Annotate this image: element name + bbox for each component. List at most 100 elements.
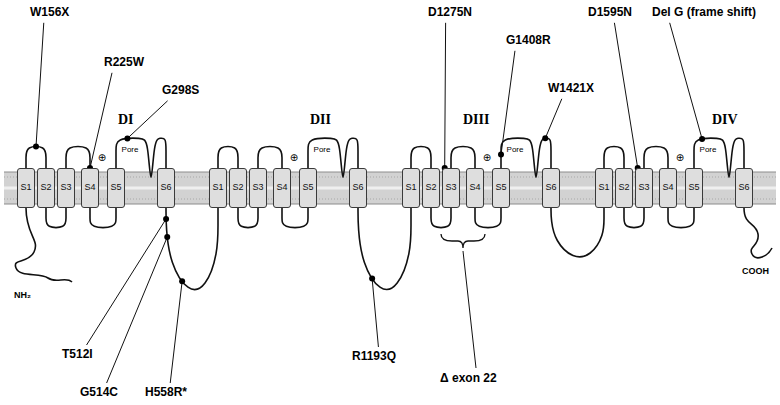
mutation-label: G514C <box>80 386 118 400</box>
leader-line <box>670 23 702 139</box>
leader-line <box>90 73 112 168</box>
segment-name: S5 <box>110 183 121 193</box>
segment-name: S1 <box>20 183 31 193</box>
pore-label: Pore <box>506 146 525 155</box>
segment-name: S4 <box>469 183 480 193</box>
mutation-dot <box>124 135 130 141</box>
leader-line <box>444 23 446 168</box>
domain-label: DIII <box>463 112 489 128</box>
segment-name: S6 <box>160 183 171 193</box>
mutation-dot <box>699 136 705 142</box>
peptide-loop <box>411 147 431 169</box>
pore-label: Pore <box>699 146 718 155</box>
n-terminal-tail <box>15 208 72 282</box>
segment-name: S5 <box>302 183 313 193</box>
mutation-label: G298S <box>162 84 199 98</box>
membrane-segment: S6 <box>542 168 560 208</box>
mutation-label: D1595N <box>588 6 632 20</box>
membrane-segment: S3 <box>249 168 267 208</box>
pore-label: Pore <box>121 146 140 155</box>
membrane-segment: S5 <box>107 168 125 208</box>
segment-name: S6 <box>352 183 363 193</box>
mutation-label: R1193Q <box>352 350 396 364</box>
mutation-label: R225W <box>104 56 144 70</box>
membrane-segment: S3 <box>635 168 653 208</box>
segment-name: S4 <box>84 183 95 193</box>
peptide-loop <box>218 147 238 169</box>
leader-line <box>36 23 44 147</box>
mutation-label: G1408R <box>506 34 551 48</box>
membrane-segment: S4 <box>81 168 99 208</box>
pore-label: Pore <box>313 146 332 155</box>
mutation-label: D1275N <box>428 6 472 20</box>
segment-name: S1 <box>598 183 609 193</box>
peptide-loop <box>238 208 258 228</box>
leader-line <box>614 23 637 168</box>
membrane-segment: S3 <box>442 168 460 208</box>
mutation-dot <box>498 152 504 158</box>
exon-bracket <box>441 234 485 248</box>
mutation-dot <box>369 275 375 281</box>
mutation-dot <box>33 144 39 150</box>
membrane-segment: S5 <box>299 168 317 208</box>
charge-symbol: ⊕ <box>98 153 106 163</box>
segment-name: S4 <box>662 183 673 193</box>
segment-name: S2 <box>40 183 51 193</box>
mutation-label: W1421X <box>548 82 594 96</box>
segment-name: S5 <box>495 183 506 193</box>
leader-line <box>170 281 182 383</box>
peptide-loop <box>66 147 90 169</box>
mutation-label: H558R* <box>145 386 187 400</box>
segment-name: S5 <box>688 183 699 193</box>
segment-name: S6 <box>738 183 749 193</box>
membrane-segment: S2 <box>615 168 633 208</box>
peptide-loop <box>166 208 218 289</box>
leader-line <box>87 219 167 345</box>
membrane-segment: S2 <box>37 168 55 208</box>
membrane-segment: S3 <box>57 168 75 208</box>
mutation-label: T512I <box>62 348 93 362</box>
peptide-loop <box>551 208 604 257</box>
segment-name: S3 <box>252 183 263 193</box>
leader-line <box>545 99 562 138</box>
peptide-loop <box>668 208 694 228</box>
peptide-loop <box>358 208 411 289</box>
membrane-segment: S6 <box>735 168 753 208</box>
peptide-loop <box>26 147 46 169</box>
mutation-dot <box>163 216 169 222</box>
membrane-segment: S4 <box>659 168 677 208</box>
peptide-loop <box>451 147 475 169</box>
domain-label: DII <box>310 112 331 128</box>
membrane-segment: S2 <box>422 168 440 208</box>
segment-name: S1 <box>212 183 223 193</box>
peptide-loop <box>604 147 624 169</box>
membrane-segment: S1 <box>402 168 420 208</box>
peptide-loop <box>90 208 116 228</box>
segment-name: S2 <box>618 183 629 193</box>
membrane-segment: S4 <box>273 168 291 208</box>
membrane-segment: S4 <box>466 168 484 208</box>
peptide-loop <box>431 208 451 228</box>
segment-name: S3 <box>445 183 456 193</box>
terminus-label: COOH <box>742 266 769 276</box>
mutation-label: Del G (frame shift) <box>652 6 756 20</box>
leader-line <box>107 237 168 383</box>
domain-label: DI <box>118 112 134 128</box>
mutation-label: Δ exon 22 <box>440 372 497 386</box>
charge-symbol: ⊕ <box>676 153 684 163</box>
segment-name: S3 <box>60 183 71 193</box>
segment-name: S1 <box>405 183 416 193</box>
peptide-loop <box>46 208 66 228</box>
terminus-label: NH₂ <box>14 290 31 300</box>
peptide-loop <box>258 147 282 169</box>
peptide-loop <box>624 208 644 228</box>
membrane-segment: S1 <box>17 168 35 208</box>
leader-line <box>372 278 378 347</box>
peptide-loop <box>475 208 501 228</box>
peptide-loop <box>282 208 308 228</box>
segment-name: S4 <box>276 183 287 193</box>
membrane-segment: S1 <box>595 168 613 208</box>
c-terminal-tail <box>744 208 772 258</box>
peptide-loop <box>644 147 668 169</box>
